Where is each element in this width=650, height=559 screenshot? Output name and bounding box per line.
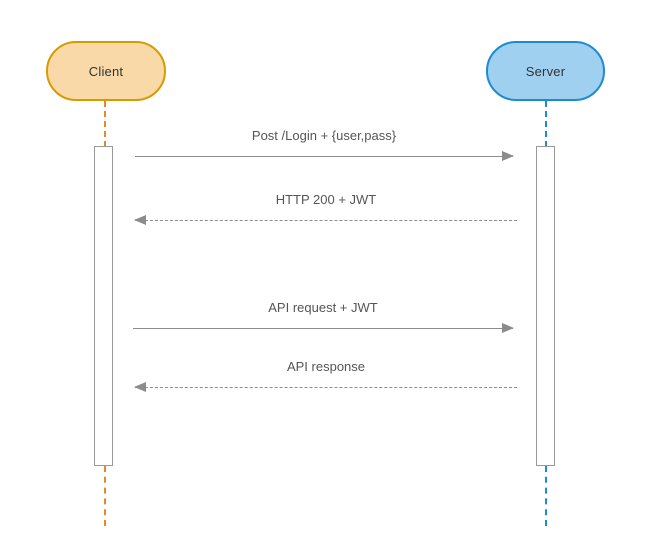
lifeline-server-upper [545, 101, 547, 147]
activation-bar-server[interactable] [536, 146, 555, 466]
participant-client-label: Client [88, 63, 124, 79]
lifeline-server-lower [545, 466, 547, 526]
activation-bar-client[interactable] [94, 146, 113, 466]
participant-server[interactable]: Server [486, 41, 605, 101]
lifeline-client-lower [104, 466, 106, 526]
participant-server-label: Server [525, 63, 566, 79]
arrowhead-left-icon [134, 215, 146, 225]
message-label-1: Post /Login + {user,pass} [251, 128, 397, 143]
participant-client[interactable]: Client [46, 41, 166, 101]
message-line-4 [135, 387, 517, 388]
message-label-3: API request + JWT [268, 300, 378, 315]
arrowhead-right-icon [502, 151, 514, 161]
lifeline-client-upper [104, 101, 106, 147]
message-label-2: HTTP 200 + JWT [275, 192, 377, 207]
message-line-1 [135, 156, 513, 157]
message-line-2 [135, 220, 517, 221]
message-line-3 [133, 328, 513, 329]
message-label-4: API response [286, 359, 366, 374]
arrowhead-right-icon [502, 323, 514, 333]
arrowhead-left-icon [134, 382, 146, 392]
